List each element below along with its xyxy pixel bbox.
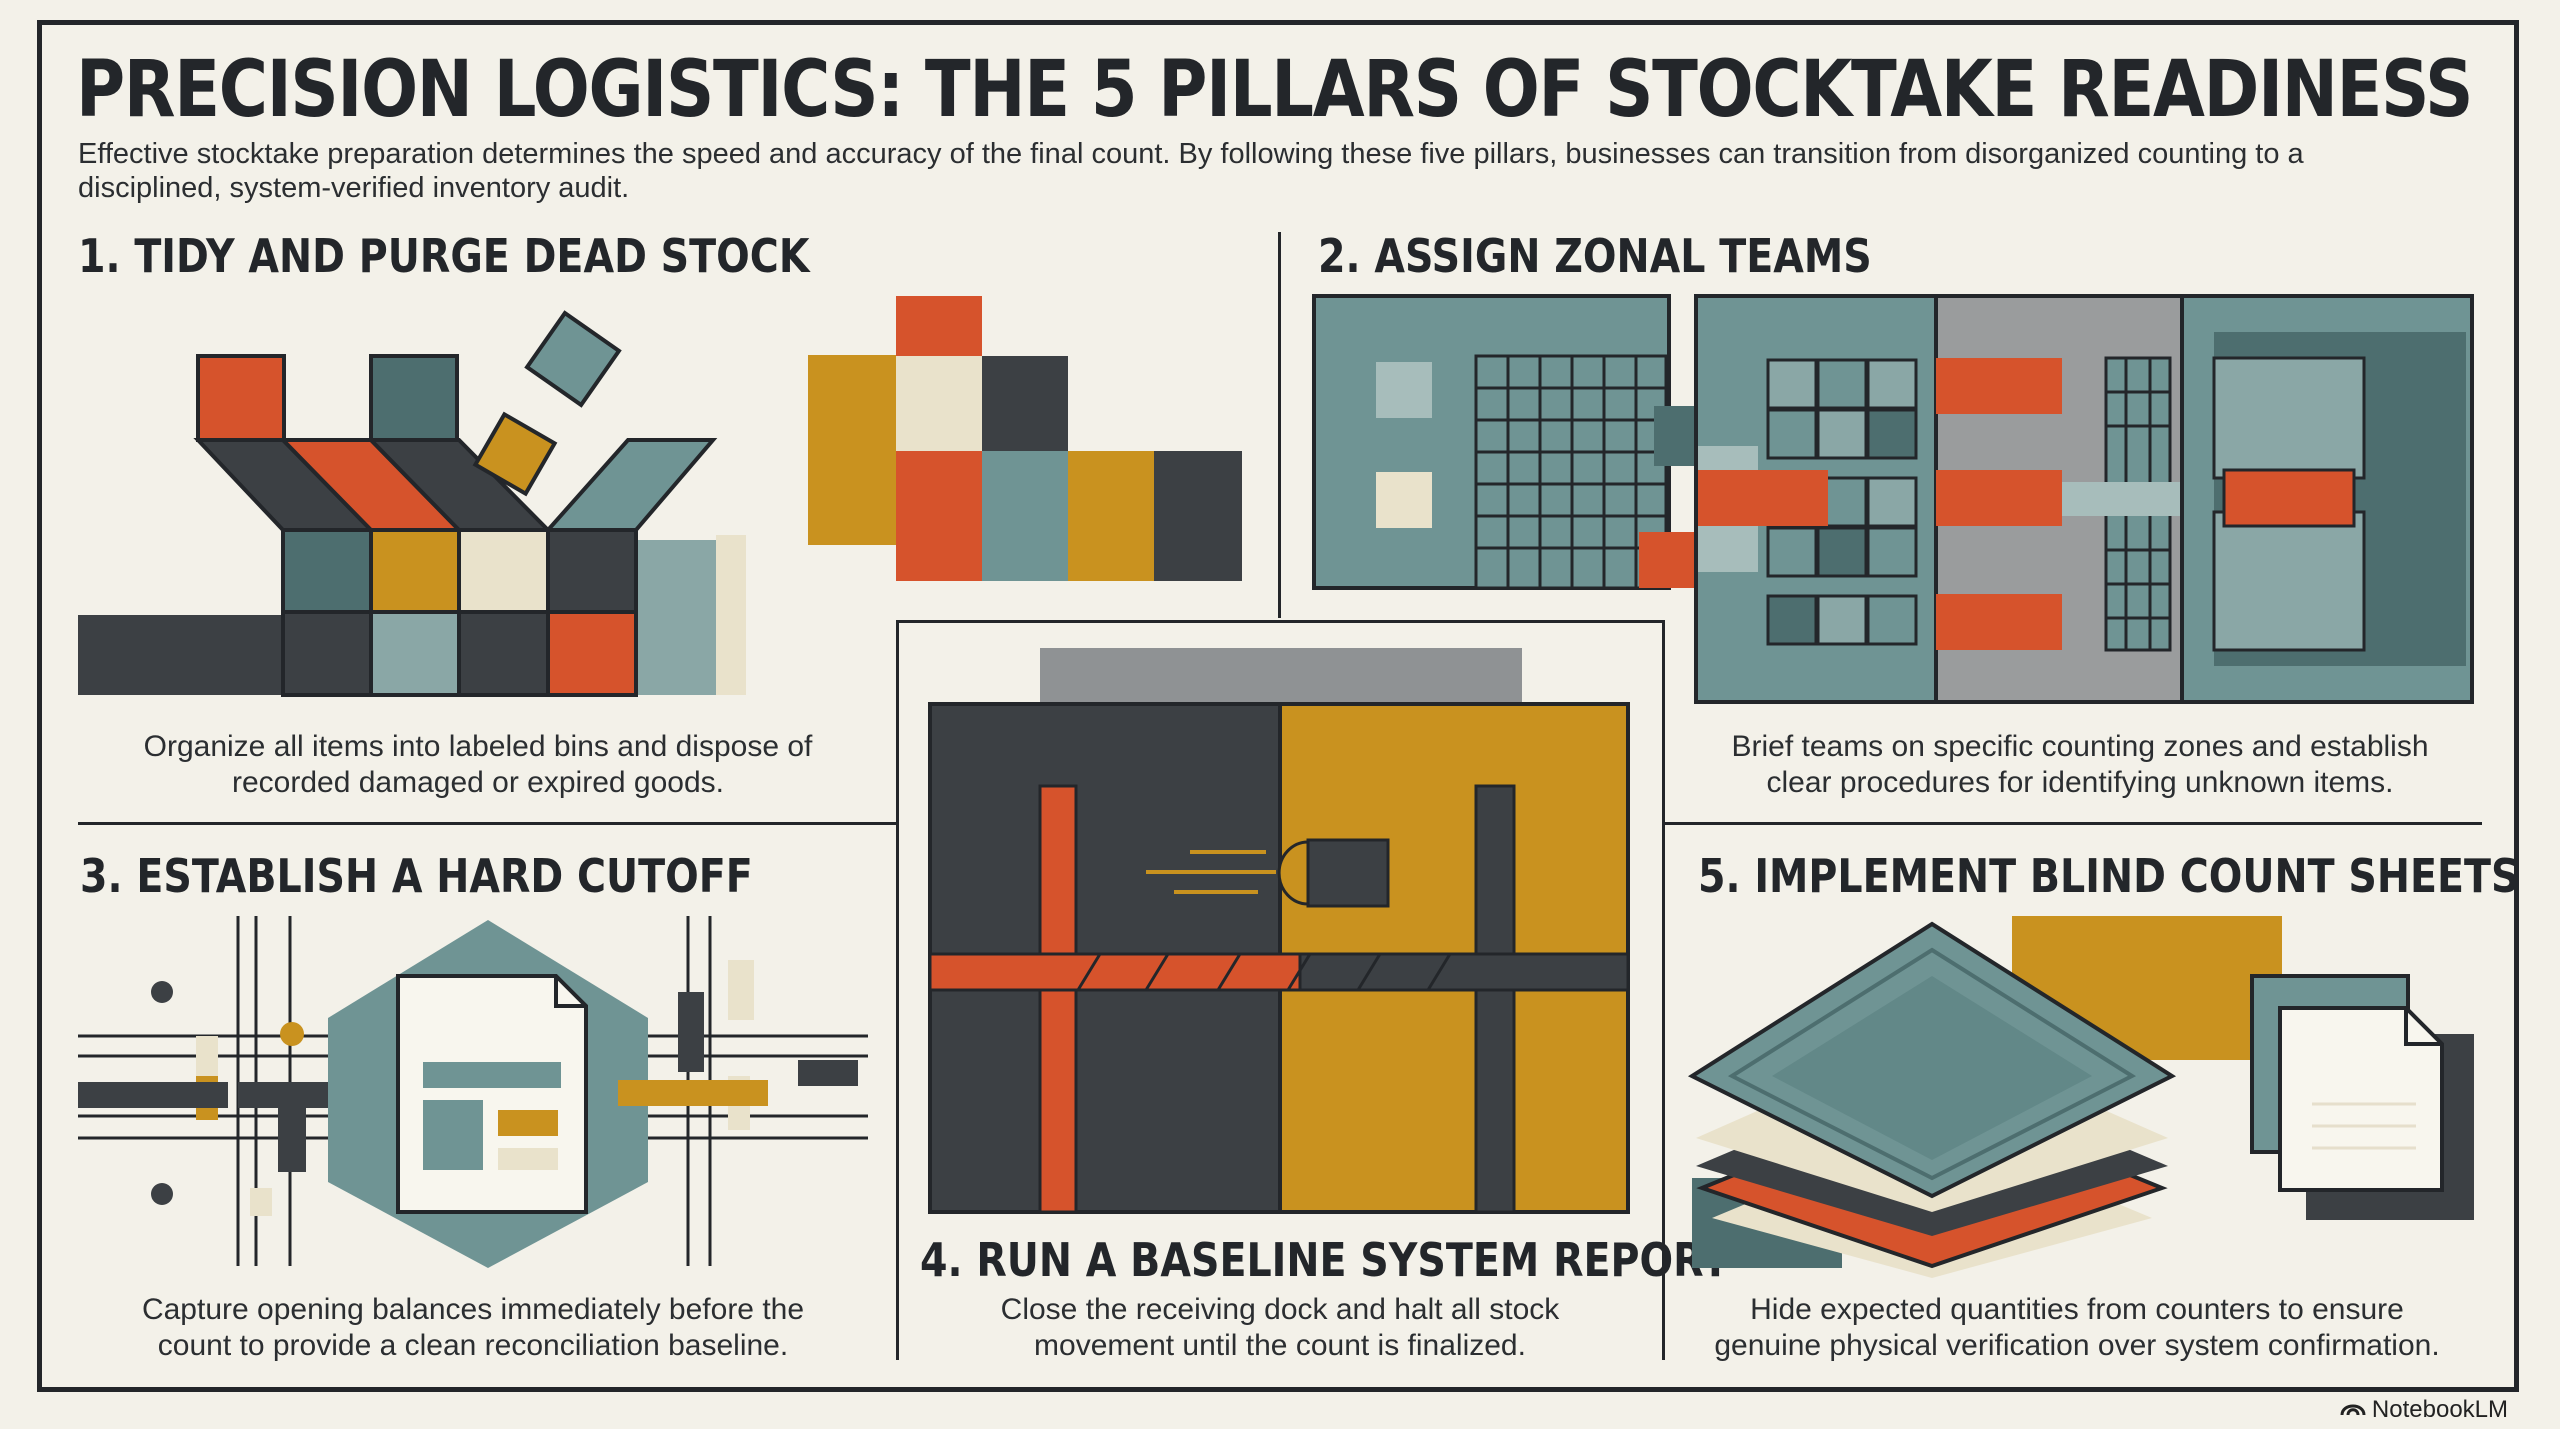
caption-line: Close the receiving dock and halt all st… (1000, 1293, 1560, 1326)
pillar-3-heading: 3. ESTABLISH A HARD CUTOFF (80, 849, 753, 903)
pillar-1-caption: Organize all items into labeled bins and… (78, 729, 878, 801)
pillar-4-caption: Close the receiving dock and halt all st… (900, 1292, 1660, 1364)
caption-line: count to provide a clean reconciliation … (157, 1329, 789, 1362)
divider-vertical-top (1278, 232, 1281, 618)
caption-line: genuine physical verification over syste… (1714, 1329, 2440, 1362)
caption-line: recorded damaged or expired goods. (232, 766, 724, 799)
page-title: PRECISION LOGISTICS: THE 5 PILLARS OF ST… (76, 45, 2473, 135)
caption-line: Hide expected quantities from counters t… (1750, 1293, 2404, 1326)
pillar-3-caption: Capture opening balances immediately bef… (78, 1292, 868, 1364)
pillar-5-heading: 5. IMPLEMENT BLIND COUNT SHEETS (1698, 849, 2520, 903)
caption-line: Organize all items into labeled bins and… (143, 730, 813, 763)
caption-line: Capture opening balances immediately bef… (141, 1293, 805, 1326)
stacked-layers-sheets-icon (1687, 916, 2474, 1278)
center-panel-left-rule (896, 620, 899, 1360)
open-box-cubes-icon (78, 296, 1242, 697)
caption-line: clear procedures for identifying unknown… (1766, 766, 2394, 799)
subtitle-line: disciplined, system-verified inventory a… (78, 172, 630, 204)
subtitle-line: Effective stocktake preparation determin… (78, 138, 2304, 170)
brand-footer: NotebookLM (2340, 1395, 2508, 1425)
caption-line: movement until the count is finalized. (1034, 1329, 1526, 1362)
pillar-5-caption: Hide expected quantities from counters t… (1662, 1292, 2492, 1364)
divider-right-horizontal (1662, 822, 2482, 825)
caption-line: Brief teams on specific counting zones a… (1731, 730, 2429, 763)
page-subtitle: Effective stocktake preparation determin… (78, 137, 2498, 205)
document-cutoff-icon (78, 916, 868, 1268)
pillar-4-heading: 4. RUN A BASELINE SYSTEM REPORT (920, 1233, 1729, 1287)
brand-name: NotebookLM (2371, 1396, 2508, 1423)
warehouse-zone-grid-icon (1312, 294, 2474, 704)
infographic-frame (37, 20, 2519, 1392)
pillar-1-heading: 1. TIDY AND PURGE DEAD STOCK (78, 229, 810, 283)
pillar-2-heading: 2. ASSIGN ZONAL TEAMS (1318, 229, 1872, 283)
pillar-2-caption: Brief teams on specific counting zones a… (1670, 729, 2490, 801)
divider-left-horizontal (78, 822, 898, 825)
center-panel-top-rule (896, 620, 1664, 623)
notebooklm-logo-icon (2340, 1395, 2366, 1425)
center-panel-right-rule (1662, 620, 1665, 1360)
closed-dock-barrier-icon (928, 648, 1630, 1214)
